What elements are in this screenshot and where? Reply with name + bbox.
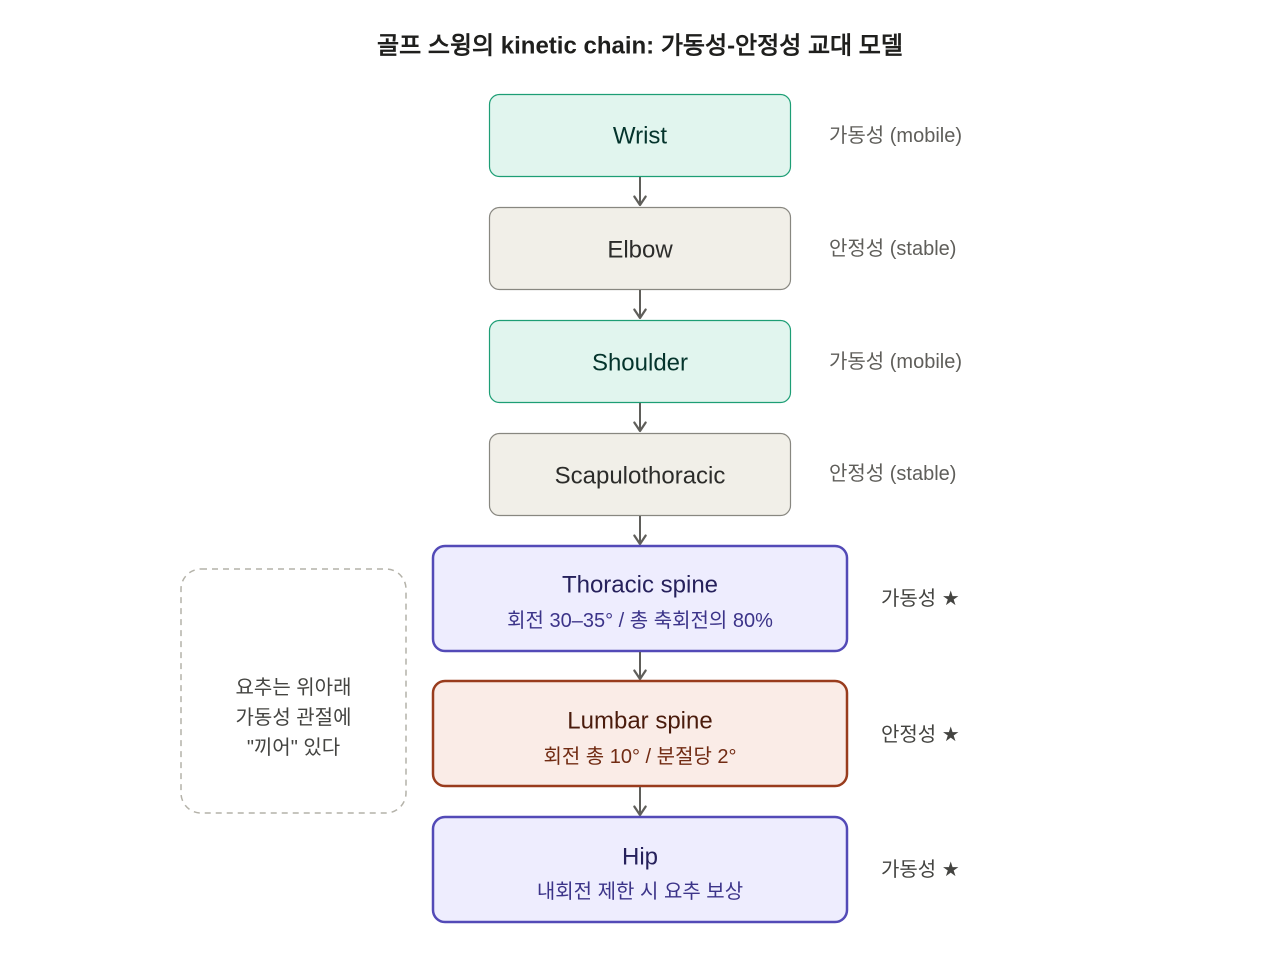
node-name: Shoulder — [592, 350, 688, 377]
node-detail: 회전 30–35° / 총 축회전의 80% — [507, 609, 773, 632]
side-note: 요추는 위아래 가동성 관절에 "끼어" 있다 — [180, 568, 407, 814]
node-box — [488, 432, 792, 517]
diagram-title: 골프 스윙의 kinetic chain: 가동성-안정성 교대 모델 — [377, 33, 903, 60]
node-box — [488, 319, 792, 404]
role-label-hip: 가동성 ★ — [881, 858, 960, 881]
node-box — [431, 815, 849, 924]
node-hip: Hip 내회전 제한 시 요추 보상 — [431, 815, 849, 924]
node-name: Thoracic spine — [562, 572, 718, 599]
node-thoracic-spine: Thoracic spine 회전 30–35° / 총 축회전의 80% — [431, 544, 849, 653]
node-box — [431, 679, 849, 788]
node-box — [488, 93, 792, 178]
role-label-scapulothoracic: 안정성 (stable) — [829, 462, 956, 485]
node-box — [431, 544, 849, 653]
node-elbow: Elbow — [488, 206, 792, 291]
node-detail: 회전 총 10° / 분절당 2° — [543, 745, 736, 768]
role-label-wrist: 가동성 (mobile) — [829, 124, 962, 147]
role-label-lumbar-spine: 안정성 ★ — [881, 723, 960, 746]
side-note-line: 요추는 위아래 — [236, 676, 352, 699]
node-lumbar-spine: Lumbar spine 회전 총 10° / 분절당 2° — [431, 679, 849, 788]
role-label-elbow: 안정성 (stable) — [829, 237, 956, 260]
node-detail: 내회전 제한 시 요추 보상 — [537, 880, 743, 903]
role-label-thoracic-spine: 가동성 ★ — [881, 587, 960, 610]
node-name: Hip — [622, 844, 658, 871]
node-name: Elbow — [607, 237, 673, 264]
role-label-shoulder: 가동성 (mobile) — [829, 350, 962, 373]
node-scapulothoracic: Scapulothoracic — [488, 432, 792, 517]
node-shoulder: Shoulder — [488, 319, 792, 404]
node-name: Lumbar spine — [567, 708, 712, 735]
node-box — [488, 206, 792, 291]
node-name: Wrist — [613, 123, 668, 150]
side-note-box — [180, 568, 407, 814]
node-name: Scapulothoracic — [555, 463, 726, 490]
side-note-line: "끼어" 있다 — [247, 736, 340, 759]
node-wrist: Wrist — [488, 93, 792, 178]
side-note-line: 가동성 관절에 — [236, 706, 352, 729]
